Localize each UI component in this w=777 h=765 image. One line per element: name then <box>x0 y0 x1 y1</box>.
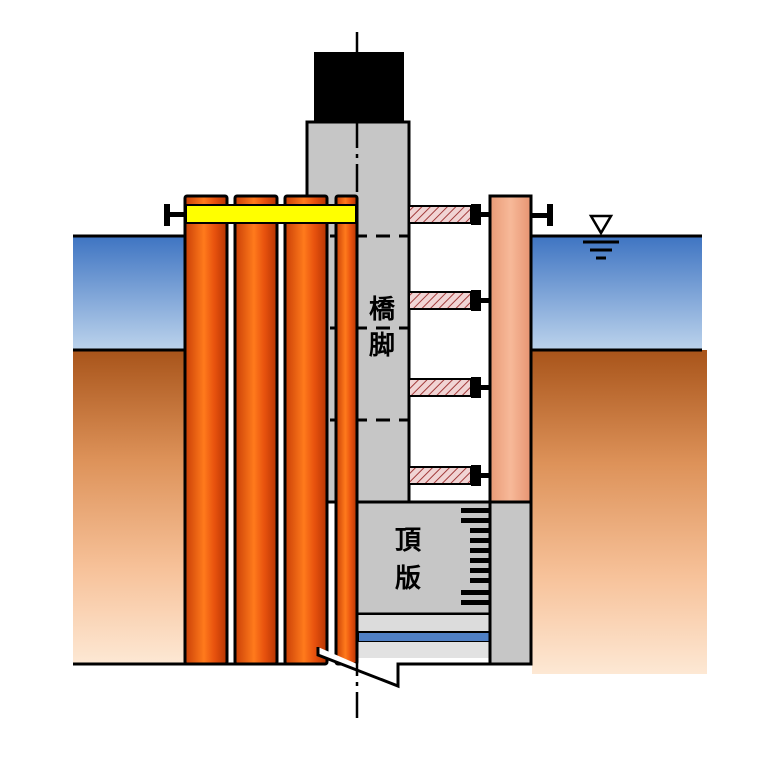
steel-pipe <box>233 194 279 666</box>
strut <box>408 377 490 398</box>
slab-blue-layer <box>357 631 491 643</box>
steel-pipe-piles <box>183 194 359 666</box>
pier-label-char-1: 橋 <box>369 295 396 325</box>
left-tie-bolt <box>164 204 186 226</box>
water-level-triangle-icon <box>583 214 619 260</box>
strut <box>408 204 490 225</box>
steel-pipe <box>334 194 359 666</box>
slab-rebar-marks <box>461 508 490 605</box>
right-wall <box>488 500 533 666</box>
slab-sublayer <box>354 613 491 633</box>
yellow-beam <box>185 204 357 224</box>
slab-bottom-layer <box>355 642 490 658</box>
right-tie-bolt <box>531 204 553 226</box>
break-line <box>316 647 532 689</box>
water-left <box>73 236 185 350</box>
strut <box>408 465 490 486</box>
steel-pipe <box>183 194 229 666</box>
steel-pipe <box>283 194 329 666</box>
top-slab-label-char-2: 版 <box>394 564 421 594</box>
pier-head <box>314 52 404 122</box>
soil-right <box>532 350 707 674</box>
right-steel-pile <box>488 194 533 504</box>
struts <box>408 204 490 486</box>
water-right <box>532 236 702 350</box>
strut <box>408 290 490 311</box>
pier-label-char-2: 脚 <box>369 331 395 361</box>
soil-left <box>73 350 185 664</box>
top-slab-label-char-1: 頂 <box>395 526 422 556</box>
